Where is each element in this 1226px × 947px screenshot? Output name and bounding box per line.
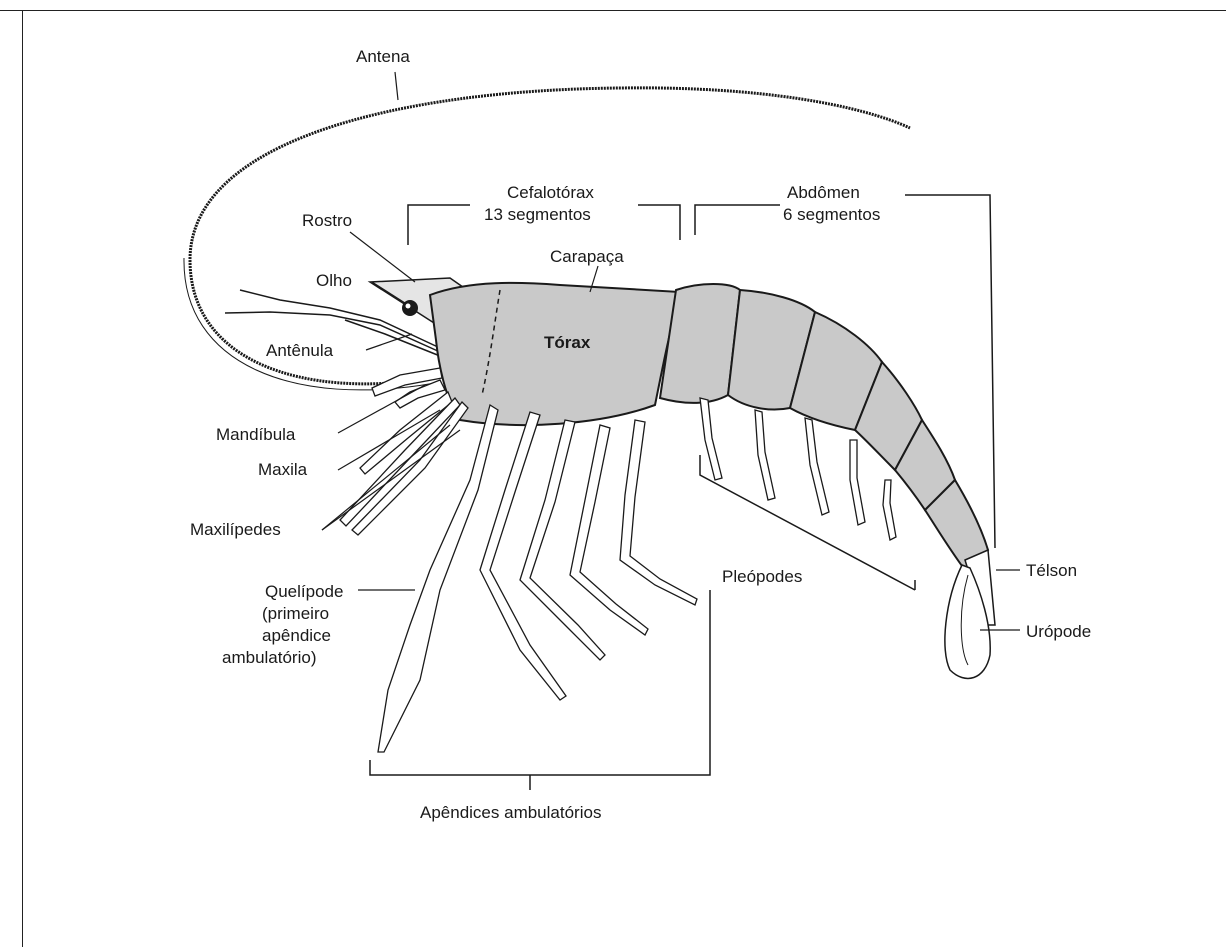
label-quelipode: Quelípode <box>265 582 343 601</box>
label-quelipode-line2: (primeiro <box>262 604 329 623</box>
label-pleopodes: Pleópodes <box>722 567 802 586</box>
label-carapaca: Carapaça <box>550 247 624 266</box>
label-quelipode-line4: ambulatório) <box>222 648 317 667</box>
label-antena: Antena <box>356 47 410 66</box>
carapace <box>430 283 680 425</box>
label-antenula: Antênula <box>266 341 334 360</box>
label-torax: Tórax <box>544 333 591 352</box>
mouthparts <box>340 368 468 535</box>
label-telson: Télson <box>1026 561 1077 580</box>
label-apendices: Apêndices ambulatórios <box>420 803 601 822</box>
label-uropode: Urópode <box>1026 622 1091 641</box>
label-cefalotorax: Cefalotórax <box>507 183 594 202</box>
label-abdomen-segments: 6 segmentos <box>783 205 880 224</box>
label-quelipode-line3: apêndice <box>262 626 331 645</box>
label-mandibula: Mandíbula <box>216 425 296 444</box>
label-abdomen: Abdômen <box>787 183 860 202</box>
label-maxilipedes: Maxilípedes <box>190 520 281 539</box>
label-maxila: Maxila <box>258 460 308 479</box>
label-olho: Olho <box>316 271 352 290</box>
label-rostro: Rostro <box>302 211 352 230</box>
label-cefalotorax-segments: 13 segmentos <box>484 205 591 224</box>
